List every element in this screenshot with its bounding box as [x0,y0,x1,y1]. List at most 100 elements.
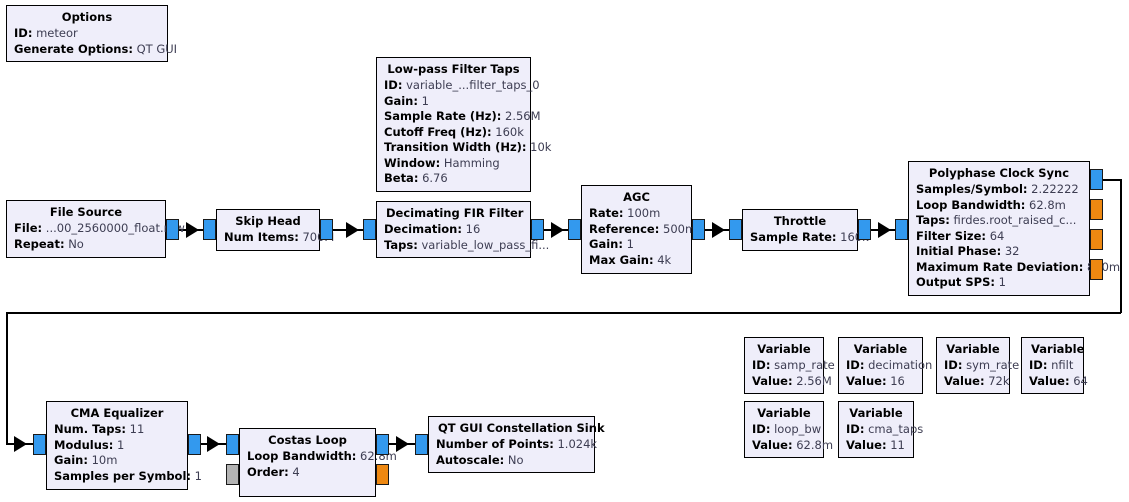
block-param-row: Value: 11 [846,438,906,454]
block-title: Skip Head [235,214,301,228]
block-param-key: Value: [846,437,887,452]
port-pfb-msg3[interactable] [1090,259,1103,280]
block-param-row: ID: nfilt [1029,358,1076,374]
block-param-row: Window: Hamming [384,156,523,172]
block-param-value: sym_rate [966,358,1020,372]
block-param-value: 500m [663,221,697,236]
block-title: Throttle [773,214,827,228]
block-param-row: ID: samp_rate [752,358,835,374]
block-param-value: 2.56M [796,373,832,388]
port-pfb-msg1[interactable] [1090,199,1103,220]
block-param-value: 1 [626,237,634,251]
block-param-key: Num. Taps: [54,422,126,436]
block-param-value: 1 [998,275,1006,289]
block-title: Low-pass Filter Taps [387,62,520,76]
block-param-row: Value: 16 [846,374,915,390]
block-param-row: Initial Phase: 32 [916,244,1082,260]
port-throttle-out[interactable] [858,219,871,240]
block-param-row: ID: variable_...filter_taps_0 [384,78,540,94]
port-costas-msgout[interactable] [376,464,389,485]
block-param-key: Loop Bandwidth: [247,449,357,463]
block-param-key: Repeat: [14,236,65,251]
block-param-value: 4k [657,252,672,267]
block-param-key: Sample Rate (Hz): [384,109,502,123]
block-param-value: No [68,236,84,251]
port-agc-in[interactable] [568,219,581,240]
port-decim_fir-out[interactable] [531,219,544,240]
block-param-value: 4 [292,464,300,479]
block-title: Variable [849,406,903,420]
block-param-key: ID: [752,422,771,436]
block-param-key: Value: [752,373,793,388]
block-param-value: 62.8m [1029,197,1066,212]
block-param-key: ID: [846,422,865,436]
port-decim_fir-in[interactable] [363,219,376,240]
port-pfb-msg2[interactable] [1090,229,1103,250]
port-file_source-out[interactable] [166,219,179,240]
block-param-key: Cutoff Freq (Hz): [384,124,492,139]
block-param-value: 16 [890,373,905,388]
block-param-key: Initial Phase: [916,244,1002,258]
block-title: Polyphase Clock Sync [928,166,1070,180]
port-skip_head-in[interactable] [203,219,216,240]
block-param-row: ID: sym_rate [944,358,1019,374]
block-title: Decimating FIR Filter [386,206,524,220]
port-costas-in[interactable] [226,434,239,455]
block-param-key: Reference: [589,221,660,236]
block-param-value: 62.8m [796,437,834,452]
block-param-row: Gain: 1 [589,237,684,253]
block-param-key: ID: [752,358,771,372]
block-param-value: cma_taps [868,422,924,436]
port-const-in[interactable] [415,434,428,455]
block-param-value: QT GUI [136,41,178,56]
block-title: File Source [49,205,123,219]
block-param-value: 1.024k [557,437,598,451]
port-skip_head-out[interactable] [320,219,333,240]
block-param-key: ID: [944,358,963,372]
block-param-row: Autoscale: No [436,453,587,469]
port-cma-in[interactable] [33,434,46,455]
port-cma-out[interactable] [188,434,201,455]
block-param-row: Cutoff Freq (Hz): 160k [384,124,524,141]
port-pfb-out0[interactable] [1090,169,1103,190]
block-param-value: 1 [194,468,202,483]
block-param-row: Beta: 6.76 [384,171,523,187]
block-param-key: Gain: [589,237,623,251]
port-pfb-in[interactable] [895,219,908,240]
block-param-row: Samples/Symbol: 2.22222 [916,182,1082,198]
port-agc-out[interactable] [692,219,705,240]
block-param-value: 1 [117,437,125,452]
block-param-key: Rate: [589,206,624,220]
block-param-row: Order: 4 [247,465,368,481]
port-costas-out[interactable] [376,434,389,455]
block-title: Costas Loop [268,433,347,447]
block-param-key: Samples/Symbol: [916,182,1028,196]
wire-arrowhead [207,436,220,452]
block-param-row: Value: 72k [944,374,1010,390]
block-param-value: nfilt [1051,358,1074,372]
port-throttle-in[interactable] [729,219,742,240]
port-costas-msgin[interactable] [226,464,239,485]
block-title: Options [61,10,113,24]
wire-arrowhead [712,222,725,238]
block-param-value: 10m [91,453,118,467]
block-param-key: Transition Width (Hz): [384,140,527,154]
